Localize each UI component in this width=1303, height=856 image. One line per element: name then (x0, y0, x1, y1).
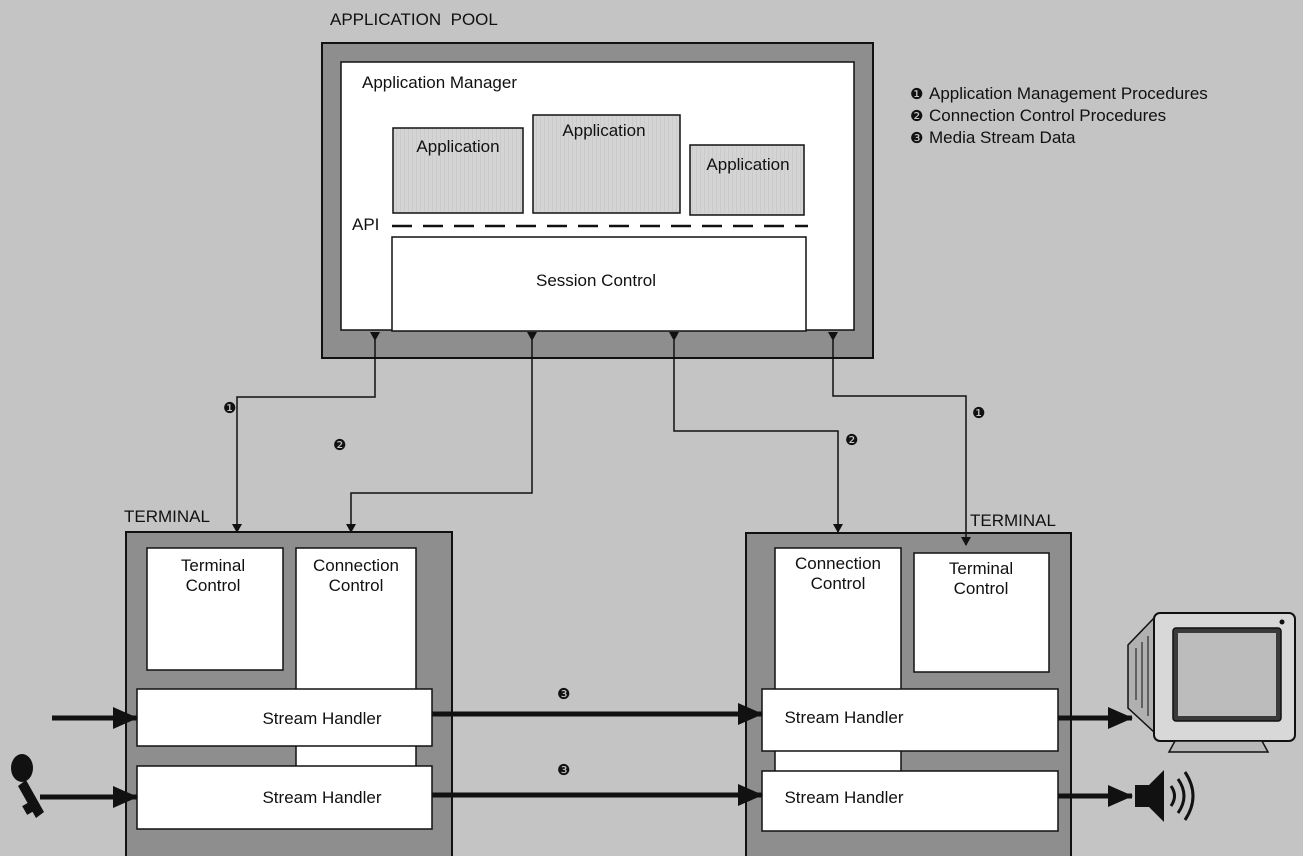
application-manager-label: Application Manager (362, 73, 517, 92)
monitor-icon (1128, 613, 1295, 752)
left-stream-handler-2-label: Stream Handler (262, 788, 381, 807)
right-app-mgmt-marker: ❶ (972, 405, 985, 422)
legend-num-1: ❶ (910, 86, 923, 103)
application-box-2-label: Application (562, 121, 645, 140)
right-conn-ctrl-link (674, 340, 838, 532)
right-stream-handler-2-label: Stream Handler (784, 788, 903, 807)
application-pool-title: APPLICATION POOL (330, 10, 498, 29)
right-conn-ctrl-marker: ❷ (845, 432, 858, 449)
left-conn-ctrl-marker: ❷ (333, 437, 346, 454)
media-top-marker: ❸ (557, 686, 570, 703)
left-app-mgmt-link (237, 340, 375, 532)
legend: ❶ Application Management Procedures ❷ Co… (910, 84, 1208, 147)
legend-text-2: Connection Control Procedures (929, 106, 1166, 125)
left-stream-handler-1-label: Stream Handler (262, 709, 381, 728)
left-conn-ctrl-link (351, 340, 532, 532)
application-box-3-label: Application (706, 155, 789, 174)
right-terminal-title: TERMINAL (970, 511, 1056, 530)
legend-num-3: ❸ (910, 130, 923, 147)
right-terminal-control-line1: Terminal (949, 559, 1013, 578)
api-label: API (352, 215, 379, 234)
legend-text-1: Application Management Procedures (929, 84, 1208, 103)
left-app-mgmt-marker: ❶ (223, 400, 236, 417)
left-terminal-control-line1: Terminal (181, 556, 245, 575)
media-bottom-marker: ❸ (557, 762, 570, 779)
legend-num-2: ❷ (910, 108, 923, 125)
left-connection-control-line1: Connection (313, 556, 399, 575)
left-terminal-title: TERMINAL (124, 507, 210, 526)
right-stream-handler-1-label: Stream Handler (784, 708, 903, 727)
session-control-label: Session Control (536, 271, 656, 290)
left-terminal-control-line2: Control (186, 576, 241, 595)
right-connection-control-line1: Connection (795, 554, 881, 573)
legend-text-3: Media Stream Data (929, 128, 1076, 147)
right-terminal-control-line2: Control (954, 579, 1009, 598)
left-connection-control-line2: Control (329, 576, 384, 595)
application-box-1-label: Application (416, 137, 499, 156)
right-connection-control-line2: Control (811, 574, 866, 593)
speaker-icon (1135, 770, 1193, 822)
microphone-icon (11, 754, 44, 818)
